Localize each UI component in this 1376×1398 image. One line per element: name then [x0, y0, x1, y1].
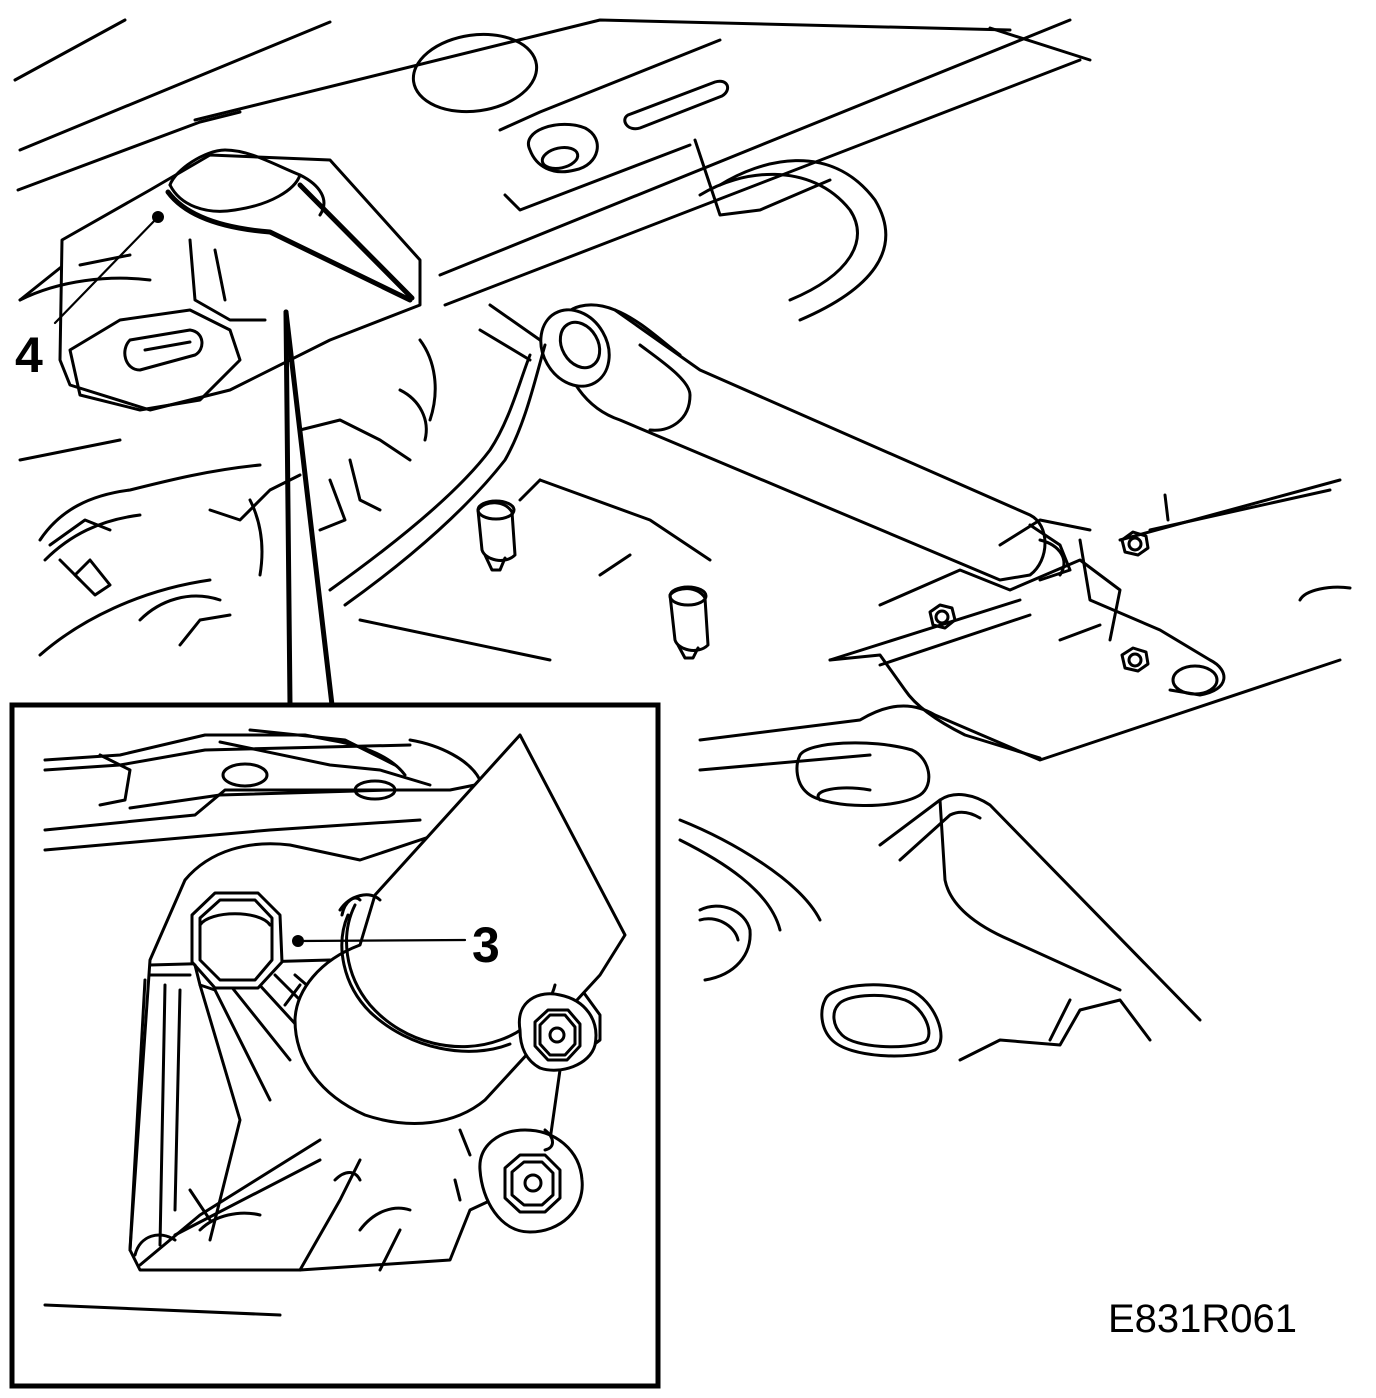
callout-3-leader [292, 935, 467, 947]
lower-floor [678, 598, 1342, 1062]
floor-stud [476, 499, 517, 572]
rear-bracket [878, 478, 1342, 697]
callout-3: 3 [472, 917, 500, 973]
floor-stud [668, 585, 710, 660]
main-view [13, 18, 1352, 1062]
seat-lever [58, 148, 422, 412]
bolt-head [1120, 646, 1150, 673]
callout-4: 4 [15, 327, 43, 383]
detail-pointer [283, 309, 335, 708]
nut-upper [517, 992, 598, 1072]
figure-reference-code: E831R061 [1108, 1297, 1297, 1341]
nut-lower [478, 1128, 584, 1234]
floor-holes [411, 32, 1352, 1058]
seat-rail [438, 18, 1082, 322]
detail-inset [9, 702, 661, 1389]
nut-3 [190, 891, 284, 992]
callout-4-leader [53, 211, 164, 325]
floor-panel-lines [13, 18, 1092, 302]
wiring-harness [18, 276, 712, 662]
gas-strut [478, 303, 1072, 582]
